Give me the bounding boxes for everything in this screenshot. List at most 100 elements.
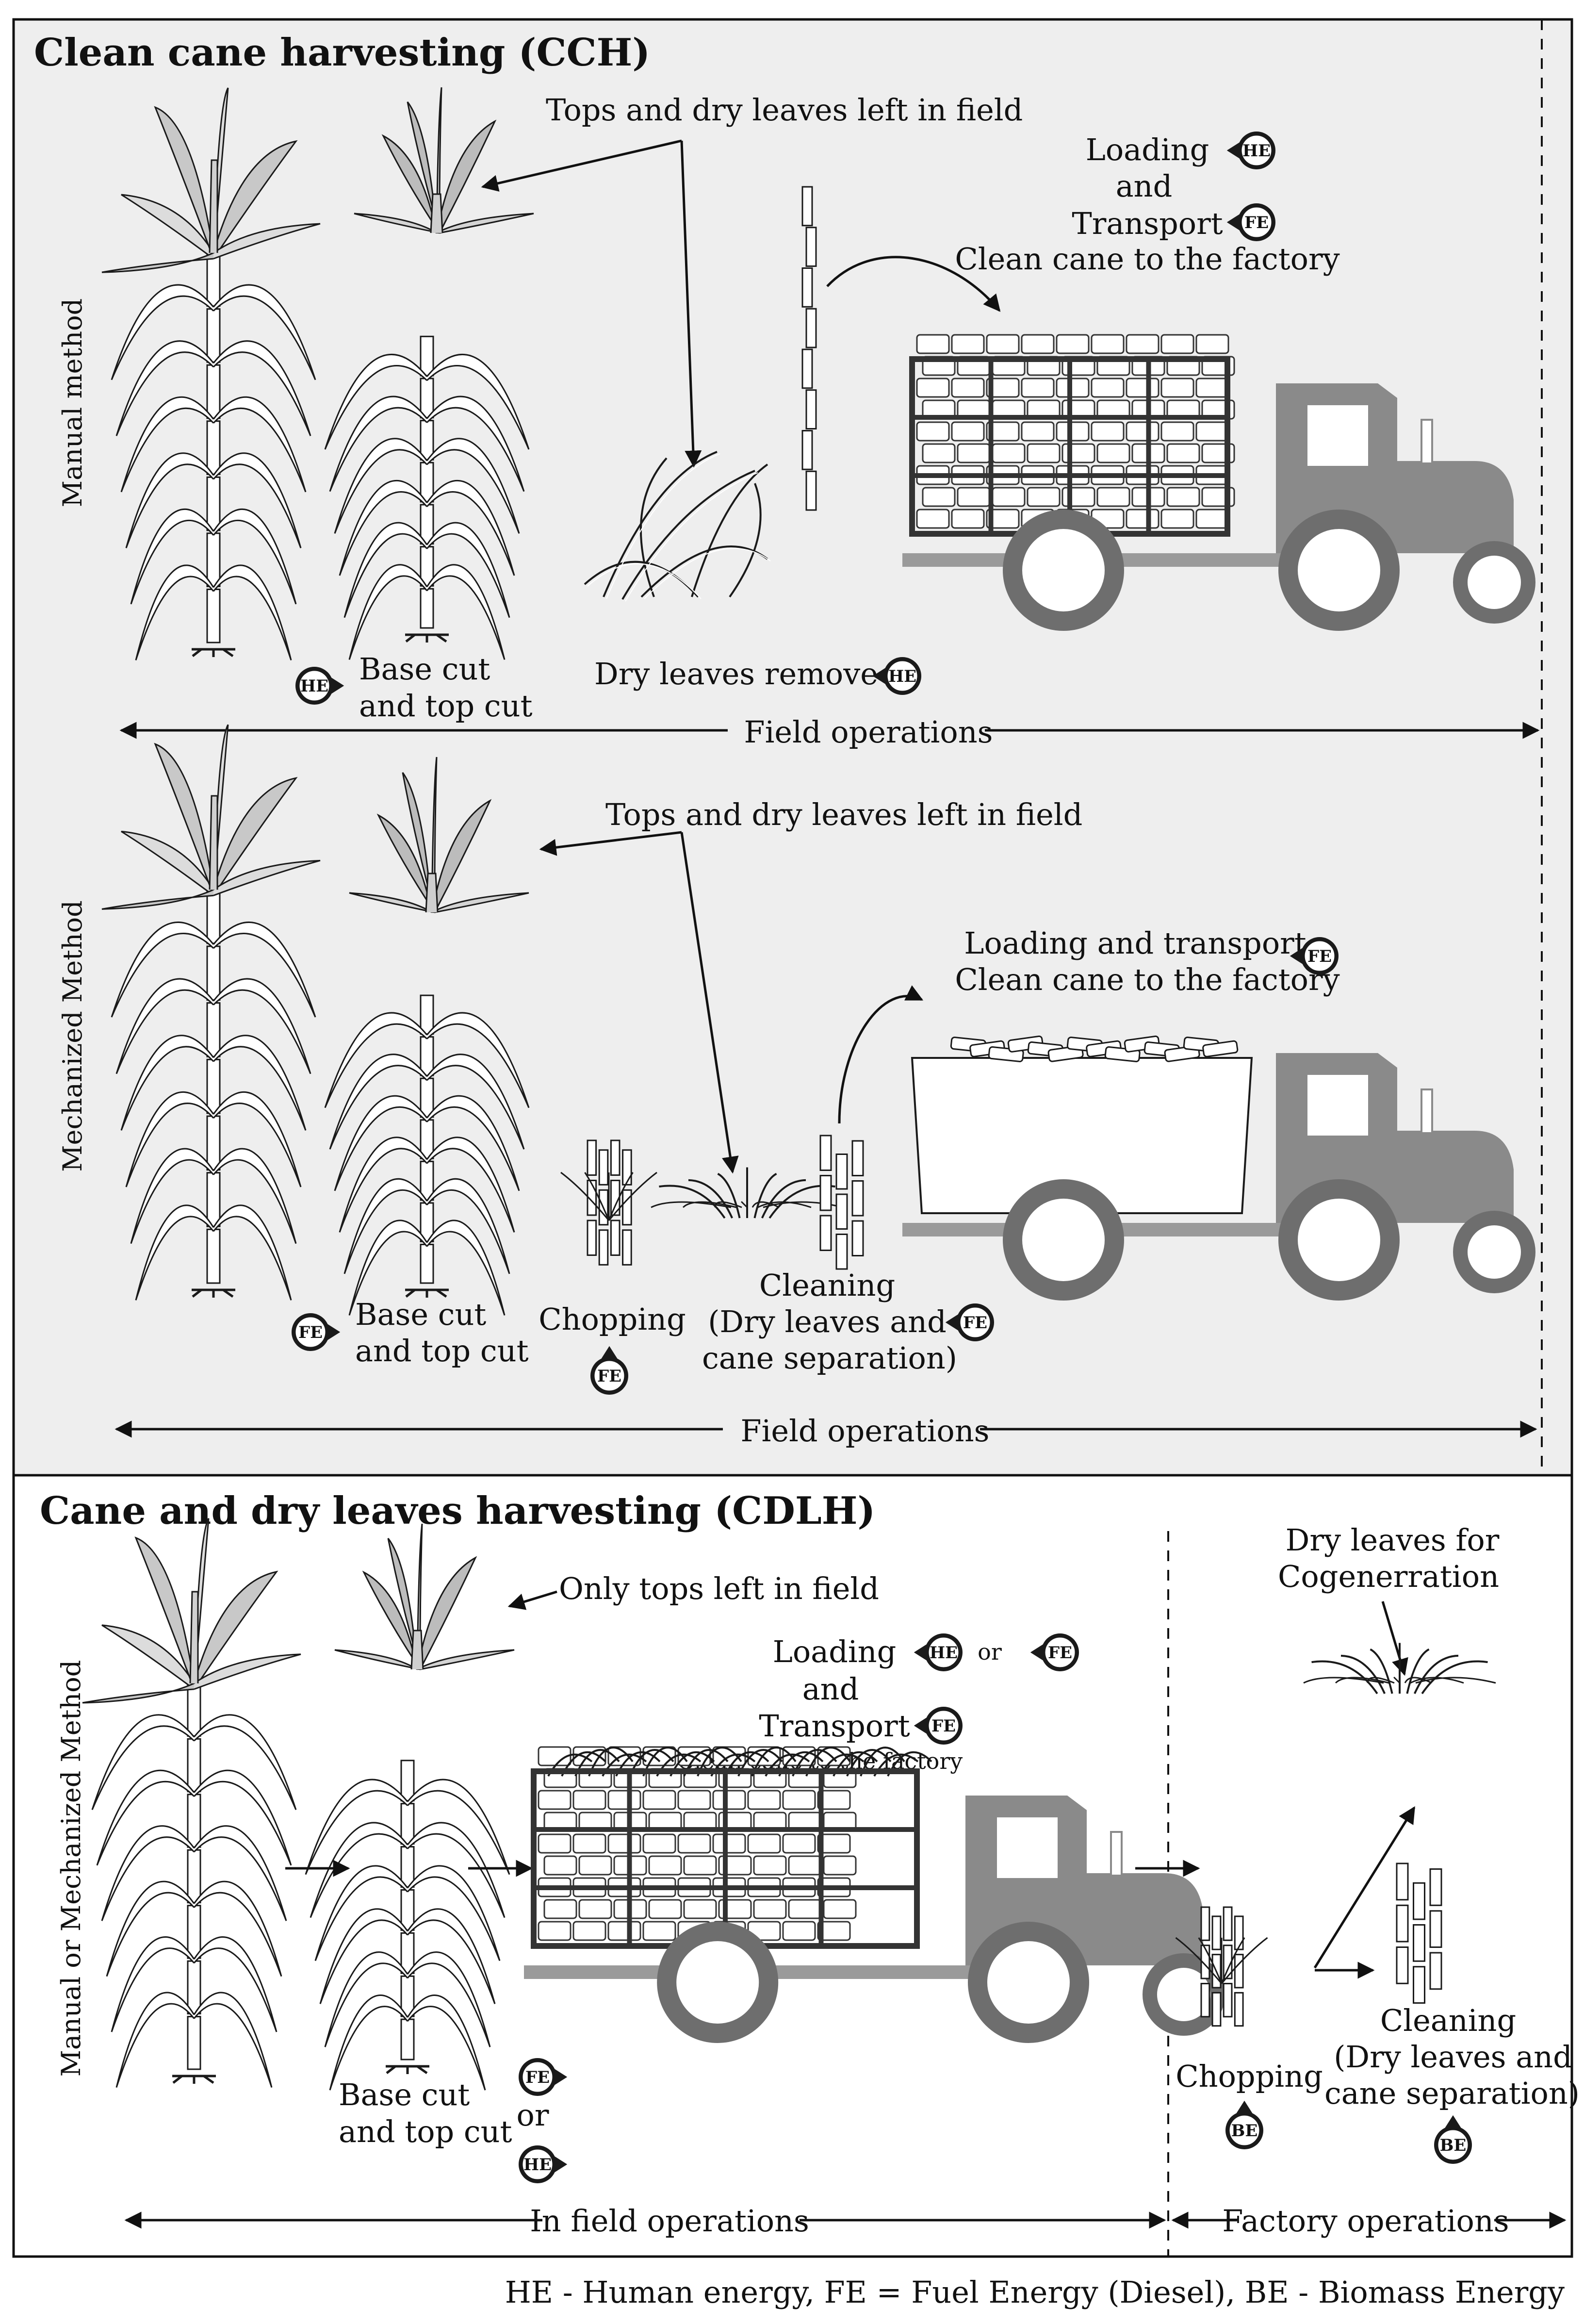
svg-text:BE: BE: [1440, 2136, 1467, 2155]
mechanized-clean-cane-label: Clean cane to the factory: [955, 962, 1339, 997]
svg-text:HE: HE: [523, 2155, 552, 2175]
manual-method-label: Manual method: [57, 298, 88, 507]
dry-leaves-icon: [1303, 1643, 1496, 1695]
label-mask: [1237, 2198, 1494, 2242]
cdlh-base-cut-or: or: [517, 2097, 549, 2133]
cdlh-cleaning-line2: (Dry leaves and: [1334, 2039, 1572, 2075]
cdlh-dry-leaves-line1: Dry leaves for: [1286, 1522, 1500, 1558]
svg-text:HE: HE: [930, 1643, 958, 1663]
chopped-cane-icon: [560, 1139, 657, 1266]
manual-base-cut-line2: and top cut: [359, 688, 533, 724]
svg-text:FE: FE: [963, 1313, 987, 1333]
sugarcane-plant-icon: [324, 335, 530, 660]
manual-loading-line1: Loading: [1086, 132, 1209, 167]
fuel-energy-tag-icon: FE: [1290, 937, 1339, 975]
sugarcane-plant-icon: [101, 87, 321, 660]
svg-text:FE: FE: [1307, 947, 1332, 966]
mechanized-chopping-label: Chopping: [539, 1302, 686, 1337]
label-mask: [723, 1407, 980, 1451]
dry-leaves-icon: [651, 1167, 844, 1219]
sugarcane-plant-icon: [305, 1760, 510, 2091]
chopped-cane-icon: [1175, 1906, 1268, 2027]
svg-text:FE: FE: [597, 1367, 621, 1386]
mechanized-drop-arrow: [680, 832, 739, 1174]
mechanized-tops-label: Tops and dry leaves left in field: [605, 797, 1082, 832]
svg-text:FE: FE: [1048, 1643, 1072, 1663]
mechanized-cleaning-line2: (Dry leaves and: [708, 1304, 947, 1339]
cdlh-loading-line2: and: [802, 1671, 859, 1707]
manual-loading-arrow: [826, 256, 1001, 312]
fuel-energy-tag-icon: FE: [1030, 1633, 1079, 1671]
svg-text:FE: FE: [1244, 213, 1269, 232]
fuel-energy-tag-icon: FE: [590, 1346, 628, 1395]
manual-clean-cane-label: Clean cane to the factory: [955, 241, 1339, 277]
cdlh-split-arrow-up: [1313, 1806, 1416, 1969]
mechanized-loading-label: Loading and transport: [964, 925, 1306, 961]
cane-top-icon: [334, 1523, 515, 1670]
energy-legend: HE - Human energy, FE = Fuel Energy (Die…: [505, 2275, 1565, 2310]
mechanized-loading-arrow: [838, 985, 924, 1124]
cdlh-chopping-label: Chopping: [1176, 2059, 1323, 2094]
cdlh-only-tops-label: Only tops left in field: [559, 1571, 879, 1606]
fuel-energy-tag-icon: FE: [519, 2058, 568, 2096]
cane-billets-icon: [819, 1135, 864, 1270]
svg-text:HE: HE: [1242, 141, 1271, 161]
mechanized-base-cut-line2: and top cut: [355, 1333, 529, 1368]
biomass-energy-tag-icon: BE: [1225, 2100, 1263, 2149]
manual-drop-arrow: [680, 140, 702, 468]
human-energy-tag-icon: HE: [519, 2145, 568, 2183]
cdlh-base-cut-line1: Base cut: [339, 2077, 470, 2112]
svg-text:FE: FE: [298, 1323, 323, 1342]
cdlh-tops-arrow: [507, 1590, 557, 1610]
cdlh-cleaning-line3: cane separation): [1324, 2076, 1580, 2111]
cdlh-in-field-label: In field operations: [530, 2203, 809, 2239]
mechanized-base-cut-line1: Base cut: [355, 1297, 486, 1332]
human-energy-tag-icon: HE: [914, 1633, 963, 1671]
cch-title: Clean cane harvesting (CCH): [34, 31, 650, 75]
manual-loading-line3: Transport: [1072, 206, 1223, 241]
manual-dry-leaves-remove-label: Dry leaves remove: [594, 656, 878, 692]
cdlh-loading-line1: Loading: [773, 1634, 897, 1669]
cane-stalk-icon: [801, 186, 817, 511]
sugarcane-plant-icon: [82, 1518, 301, 2088]
cane-billets-icon: [1396, 1862, 1442, 2004]
dry-leaves-pile-icon: [584, 451, 771, 602]
fuel-energy-tag-icon: FE: [292, 1313, 341, 1351]
tractor-trailer-icon: [902, 1035, 1535, 1301]
tractor-trailer-icon: [902, 334, 1535, 631]
cdlh-cogeneration-arrow: [1381, 1601, 1408, 1676]
manual-field-ops-label: Field operations: [744, 714, 993, 750]
svg-text:FE: FE: [525, 2068, 550, 2087]
cdlh-loading-or: or: [978, 1639, 1002, 1665]
sugarcane-plant-icon: [101, 724, 321, 1301]
mechanized-tops-arrow: [539, 831, 682, 856]
cdlh-base-cut-line2: and top cut: [339, 2114, 512, 2149]
cdlh-loading-line3: Transport: [759, 1708, 910, 1744]
cdlh-factory-label: Factory operations: [1222, 2203, 1509, 2239]
human-energy-tag-icon: HE: [295, 667, 344, 705]
mechanized-cleaning-line3: cane separation): [702, 1340, 957, 1376]
cdlh-cleaning-line1: Cleaning: [1380, 2003, 1516, 2038]
fuel-energy-tag-icon: FE: [945, 1303, 994, 1341]
fuel-energy-tag-icon: FE: [914, 1707, 963, 1745]
manual-tops-arrow: [481, 139, 682, 192]
label-mask: [728, 709, 985, 752]
biomass-energy-tag-icon: BE: [1434, 2115, 1472, 2164]
manual-tops-label: Tops and dry leaves left in field: [546, 92, 1023, 128]
sugarcane-plant-icon: [324, 994, 530, 1316]
human-energy-tag-icon: HE: [872, 657, 921, 695]
svg-text:FE: FE: [931, 1716, 956, 1736]
mechanized-method-label: Mechanized Method: [57, 900, 88, 1171]
mechanized-cleaning-line1: Cleaning: [759, 1268, 895, 1303]
cdlh-title: Cane and dry leaves harvesting (CDLH): [40, 1489, 875, 1533]
cdlh-dry-leaves-line2: Cogenerration: [1278, 1559, 1499, 1594]
svg-text:BE: BE: [1231, 2121, 1258, 2141]
cane-top-icon: [349, 757, 529, 913]
svg-text:HE: HE: [888, 667, 916, 686]
tractor-trailer-icon: [524, 1746, 1225, 2043]
fuel-energy-tag-icon: FE: [1226, 203, 1275, 241]
mechanized-field-ops-label: Field operations: [741, 1413, 990, 1449]
human-energy-tag-icon: HE: [1226, 132, 1275, 169]
cane-top-icon: [354, 87, 534, 234]
